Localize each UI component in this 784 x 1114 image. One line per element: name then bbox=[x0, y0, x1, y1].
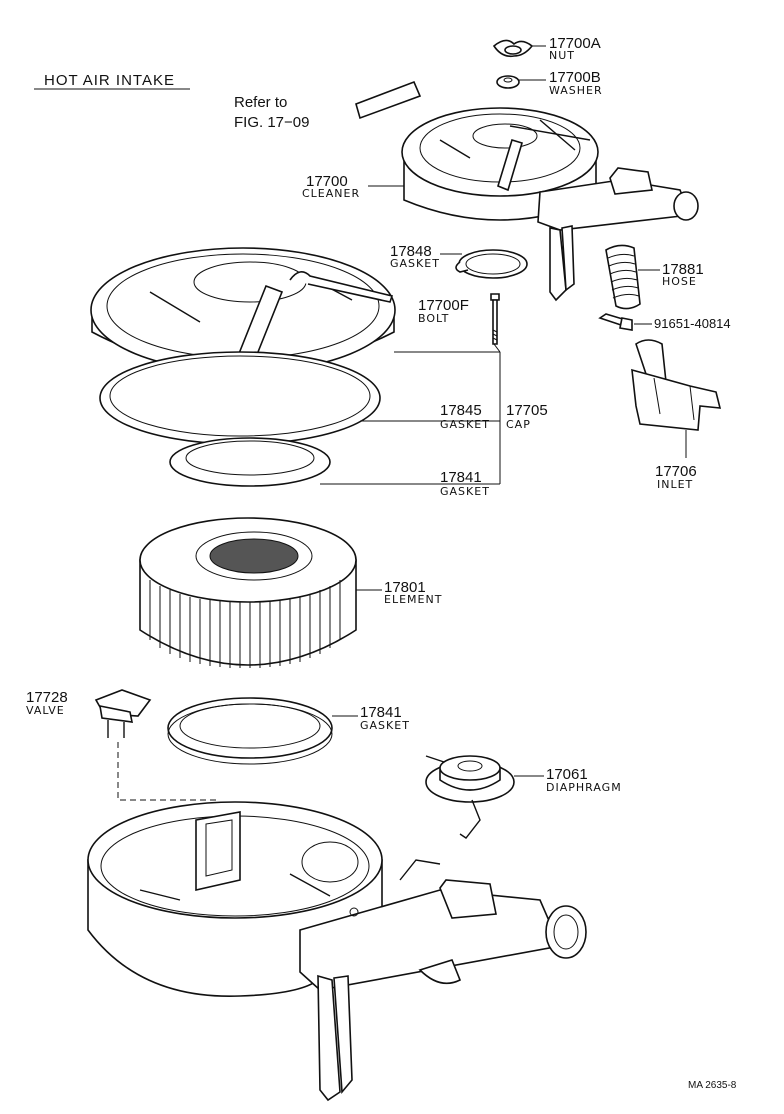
element-part bbox=[139, 517, 357, 668]
hose-part bbox=[605, 244, 641, 310]
cap-name: CAP bbox=[506, 418, 531, 431]
washer-part bbox=[496, 75, 520, 89]
cleaner-name: CLEANER bbox=[302, 187, 360, 200]
valve-name: VALVE bbox=[26, 704, 65, 717]
nut-name: NUT bbox=[549, 49, 575, 62]
element-number: 17801 bbox=[384, 579, 426, 596]
nut-number: 17700A bbox=[549, 35, 601, 52]
diaphragm-part bbox=[425, 755, 515, 839]
washer-name: WASHER bbox=[549, 84, 603, 97]
gasket-17845-name: GASKET bbox=[440, 418, 490, 431]
gasket-17848-part bbox=[455, 249, 528, 279]
gasket-17841-bottom-name: GASKET bbox=[360, 719, 410, 732]
gasket-17845-number: 17845 bbox=[440, 402, 482, 419]
reference-line-1: Refer to bbox=[234, 94, 287, 111]
bolt-number: 17700F bbox=[418, 297, 469, 314]
bolt-name: BOLT bbox=[418, 312, 449, 325]
reference-strip-part bbox=[355, 80, 422, 120]
gasket-17841-top-part bbox=[169, 437, 331, 487]
bolt-91651-part bbox=[598, 313, 633, 331]
gasket-17841-bottom-part bbox=[167, 697, 333, 765]
gasket-17848-number: 17848 bbox=[390, 243, 432, 260]
cap-bracket-lines bbox=[320, 343, 501, 485]
hose-name: HOSE bbox=[662, 275, 697, 288]
valve-part bbox=[94, 689, 152, 738]
nut-part bbox=[492, 39, 534, 58]
gasket-17845-part bbox=[99, 351, 381, 445]
bolt-part bbox=[490, 293, 500, 345]
section-title: HOT AIR INTAKE bbox=[44, 72, 175, 89]
bolt-91651-number: 91651-40814 bbox=[654, 316, 731, 331]
figure-code: MA 2635-8 bbox=[688, 1080, 737, 1091]
inlet-part bbox=[631, 339, 722, 431]
inlet-number: 17706 bbox=[655, 463, 697, 480]
cleaner-assembly-part bbox=[401, 107, 699, 302]
gasket-17848-name: GASKET bbox=[390, 257, 440, 270]
washer-number: 17700B bbox=[549, 69, 601, 86]
reference-line-2: FIG. 17−09 bbox=[234, 114, 309, 131]
housing-part bbox=[87, 801, 587, 1102]
diaphragm-number: 17061 bbox=[546, 766, 588, 783]
element-name: ELEMENT bbox=[384, 593, 442, 606]
cap-number: 17705 bbox=[506, 402, 548, 419]
gasket-17841-top-number: 17841 bbox=[440, 469, 482, 486]
gasket-17841-bottom-number: 17841 bbox=[360, 704, 402, 721]
hose-number: 17881 bbox=[662, 261, 704, 278]
valve-number: 17728 bbox=[26, 689, 68, 706]
inlet-name: INLET bbox=[657, 478, 693, 491]
cap-part bbox=[90, 247, 396, 374]
cleaner-number: 17700 bbox=[306, 173, 348, 190]
diaphragm-name: DIAPHRAGM bbox=[546, 781, 622, 794]
gasket-17841-top-name: GASKET bbox=[440, 485, 490, 498]
